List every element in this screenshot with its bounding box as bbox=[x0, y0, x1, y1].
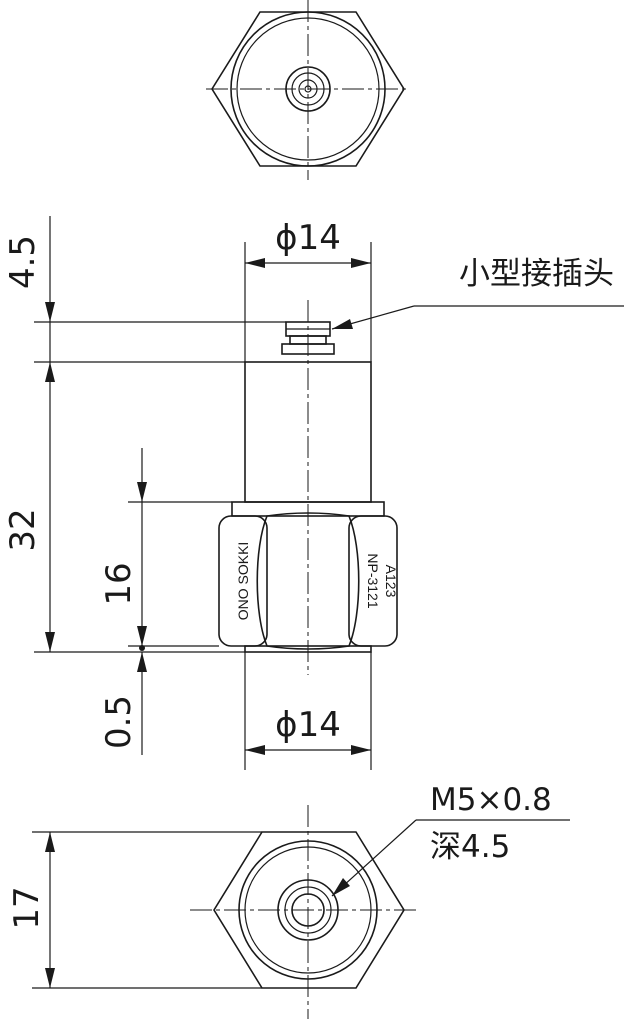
arrow-body-height-top bbox=[45, 362, 55, 382]
side-view: ONO SOKKI NP-3121 A123 bbox=[218, 300, 399, 675]
dimensions: ϕ14 ϕ14 4.5 32 16 0.5 17 bbox=[3, 216, 372, 989]
dim-text-base-gap: 0.5 bbox=[99, 695, 139, 749]
dim-text-hex-height: 16 bbox=[99, 562, 139, 605]
arrow-base-dia-right bbox=[351, 745, 371, 755]
dim-point-hex-bottom bbox=[139, 645, 145, 651]
note-thread-depth: 深4.5 bbox=[430, 829, 510, 865]
arrow-base-gap bbox=[137, 652, 147, 672]
arrow-hex-width-bottom bbox=[45, 968, 55, 988]
arrow-hex-width-top bbox=[45, 832, 55, 852]
arrow-body-height-bottom bbox=[45, 632, 55, 652]
hex-label-right-line2: A123 bbox=[383, 565, 399, 598]
bottom-view-hex-outline bbox=[213, 831, 405, 989]
note-thread-size: M5×0.8 bbox=[430, 782, 552, 818]
bottom-view bbox=[190, 805, 420, 1019]
arrow-connector-height bbox=[45, 302, 55, 322]
arrow-leader-connector bbox=[332, 319, 353, 329]
arrow-top-dia-right bbox=[351, 258, 371, 268]
notes: 小型接插头 M5×0.8 深4.5 bbox=[331, 256, 624, 897]
dim-text-top-dia: ϕ14 bbox=[275, 218, 341, 258]
note-connector: 小型接插头 bbox=[459, 256, 614, 292]
dim-text-connector-height: 4.5 bbox=[3, 235, 43, 289]
hex-right-face bbox=[348, 515, 398, 647]
dim-text-body-height: 32 bbox=[3, 508, 43, 551]
dim-text-base-dia: ϕ14 bbox=[275, 705, 341, 745]
arrow-hex-height-top bbox=[137, 482, 147, 502]
arrow-top-dia-left bbox=[245, 258, 265, 268]
hex-label-left: ONO SOKKI bbox=[235, 542, 251, 621]
arrow-leader-thread bbox=[332, 878, 350, 896]
hex-left-face bbox=[218, 515, 268, 647]
arrow-base-dia-left bbox=[245, 745, 265, 755]
hex-label-right-line1: NP-3121 bbox=[365, 553, 381, 608]
top-view bbox=[206, 0, 410, 180]
arrow-hex-height-bottom bbox=[137, 626, 147, 646]
dim-text-hex-width: 17 bbox=[7, 886, 47, 929]
